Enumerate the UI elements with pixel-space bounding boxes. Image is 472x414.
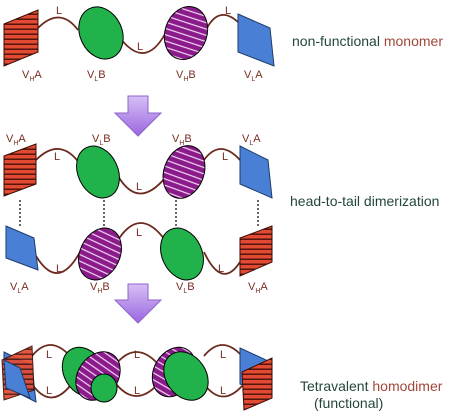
linker-label: L bbox=[137, 41, 143, 53]
linker-1 bbox=[35, 148, 81, 165]
down-arrow bbox=[113, 95, 163, 137]
linker-label: L bbox=[56, 263, 62, 275]
linker-5 bbox=[203, 344, 243, 357]
vl-a-domain bbox=[239, 145, 273, 199]
vl-b-label: VLB bbox=[176, 281, 195, 295]
linker-5 bbox=[117, 222, 166, 241]
linker-label: L bbox=[222, 151, 228, 163]
linker-6 bbox=[203, 251, 241, 275]
vh-b-label: VHB bbox=[172, 133, 192, 147]
linker-label: L bbox=[220, 385, 226, 397]
monomer-caption: non-functional monomer bbox=[292, 33, 443, 49]
vh-b-domain bbox=[162, 145, 206, 199]
vh-b-domain bbox=[163, 6, 209, 60]
vh-b-label: VHB bbox=[176, 69, 196, 83]
linker-label: L bbox=[134, 349, 140, 361]
linker-2 bbox=[119, 33, 166, 54]
dimerization-caption: head-to-tail dimerization bbox=[290, 193, 439, 209]
linker-3 bbox=[203, 148, 241, 161]
linker-2 bbox=[117, 175, 166, 195]
linker-label: L bbox=[220, 349, 226, 361]
linker-label: L bbox=[54, 151, 60, 163]
vl-a-domain bbox=[3, 359, 31, 399]
vl-b-label: VLB bbox=[87, 69, 106, 83]
vh-a-label: VHA bbox=[248, 281, 268, 295]
vh-a-domain bbox=[241, 357, 273, 411]
dimerization-row: VHA VLB VHB VLA L L L L L L VLA VHB VLB … bbox=[3, 133, 439, 295]
vl-a-domain bbox=[5, 225, 39, 271]
vl-b-domain bbox=[163, 351, 209, 401]
linker-label: L bbox=[134, 385, 140, 397]
linker-label: L bbox=[136, 227, 142, 239]
vh-a-domain bbox=[239, 225, 273, 277]
vh-a-domain bbox=[3, 143, 37, 197]
functional-caption: (functional) bbox=[314, 395, 383, 411]
linker-1 bbox=[37, 16, 79, 31]
linker-label: L bbox=[225, 5, 231, 17]
vl-a-label: VLA bbox=[242, 133, 261, 147]
vh-a-label: VHA bbox=[22, 69, 42, 83]
linker-3 bbox=[206, 14, 241, 29]
linker-label: L bbox=[218, 263, 224, 275]
vl-a-label: VLA bbox=[10, 281, 29, 295]
linker-label: L bbox=[46, 385, 52, 397]
linker-3 bbox=[115, 351, 159, 365]
linker-label: L bbox=[136, 181, 142, 193]
vl-b-domain bbox=[160, 227, 204, 281]
homodimer-caption: Tetravalent homodimer bbox=[300, 378, 443, 394]
vh-a-label: VHA bbox=[6, 133, 26, 147]
linker-2 bbox=[31, 383, 71, 399]
vl-a-domain bbox=[237, 13, 275, 67]
monomer-row: L L L VHA VLB VHB VLA non-functional mon… bbox=[3, 5, 443, 83]
vl-a-label: VLA bbox=[244, 69, 263, 83]
vl-b-domain bbox=[78, 6, 124, 60]
vh-b-label: VHB bbox=[90, 281, 110, 295]
linker-label: L bbox=[56, 5, 62, 17]
down-arrow bbox=[113, 283, 163, 324]
linker-label: L bbox=[46, 349, 52, 361]
vl-b-label: VLB bbox=[92, 133, 111, 147]
linker-4 bbox=[35, 251, 81, 274]
vh-a-domain bbox=[3, 9, 39, 67]
vl-b-domain bbox=[76, 145, 120, 199]
vl-b-domain bbox=[90, 373, 118, 403]
homodimer-row: L L L L L L Tetravalent homodimer (funct… bbox=[1, 344, 443, 411]
vh-b-domain bbox=[78, 227, 122, 281]
